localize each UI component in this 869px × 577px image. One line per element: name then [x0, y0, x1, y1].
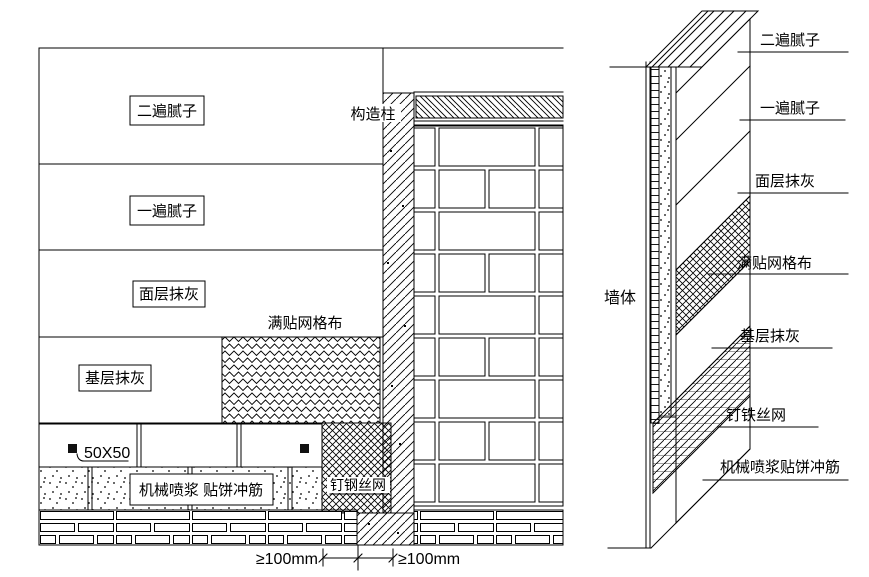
dimension-line — [318, 544, 398, 571]
elevation-panel — [38, 47, 564, 571]
mortar-cake-right — [300, 444, 309, 453]
panel-border — [38, 47, 564, 546]
mortar-cake-left — [68, 444, 77, 453]
column-label-bg — [345, 104, 401, 122]
iso-spray-label: 机械喷浆贴饼冲筋 — [720, 458, 840, 476]
steel-wire-mesh-region — [321, 422, 392, 514]
iso-putty1-label: 一遍腻子 — [760, 100, 820, 117]
wire-mesh-label: 钉钢丝网 — [330, 477, 386, 493]
block-strip — [650, 66, 660, 424]
base-plaster-box — [78, 364, 152, 392]
dim-right-label: ≥100mm — [398, 551, 460, 568]
putty1-box — [129, 195, 205, 226]
base-courses-left — [38, 509, 358, 546]
mesh-cloth-region — [221, 336, 381, 424]
iso-finish-plaster-label: 面层抹灰 — [755, 173, 815, 190]
wall-body-label: 墙体 — [604, 289, 636, 307]
spray-strip — [658, 66, 672, 418]
lintel — [413, 91, 564, 126]
putty1-label: 一遍腻子 — [137, 203, 197, 220]
spray-box — [129, 473, 274, 506]
wire-label-bg — [327, 477, 390, 493]
column-label: 构造柱 — [350, 106, 395, 123]
base-plaster-label: 基层抹灰 — [85, 370, 145, 387]
wall-top-face — [644, 10, 760, 68]
finish-plaster-box — [132, 280, 206, 308]
isometric-labels: 墙体 二遍腻子 一遍腻子 面层抹灰 满贴网格布 基层抹灰 钉铁丝网 机械喷浆贴饼… — [604, 32, 840, 476]
mesh-cloth-label: 满贴网格布 — [267, 315, 342, 332]
cake-size-label: 50X50 — [84, 445, 130, 462]
thin-coat-strip — [670, 66, 677, 418]
elevation-labels: 二遍腻子 一遍腻子 面层抹灰 基层抹灰 满贴网格布 构造柱 钉钢丝网 50X50… — [84, 103, 460, 568]
cake-band — [38, 423, 323, 468]
putty2-box — [129, 95, 205, 126]
wall-body-edge — [607, 61, 652, 549]
putty2-label: 二遍腻子 — [137, 103, 197, 120]
spray-label: 机械喷浆 贴饼冲筋 — [139, 481, 263, 499]
iso-mesh-cloth-label: 满贴网格布 — [737, 255, 812, 272]
mesh-cloth-wedge — [675, 194, 751, 337]
structural-column — [356, 92, 415, 546]
iron-wire-wedge — [652, 324, 751, 495]
finish-plaster-label: 面层抹灰 — [139, 286, 199, 303]
iso-iron-wire-label: 钉铁丝网 — [726, 407, 786, 424]
base-courses-right — [413, 509, 564, 546]
leader-lines — [702, 51, 849, 481]
iso-base-plaster-label: 基层抹灰 — [740, 328, 800, 345]
iso-putty2-label: 二遍腻子 — [760, 32, 820, 49]
brick-wall — [413, 125, 564, 507]
dim-left-label: ≥100mm — [256, 551, 318, 568]
isometric-panel — [607, 10, 849, 549]
column-base — [356, 512, 415, 546]
wall-bottom-edge — [650, 448, 751, 549]
layer-label-boxes — [78, 95, 401, 506]
